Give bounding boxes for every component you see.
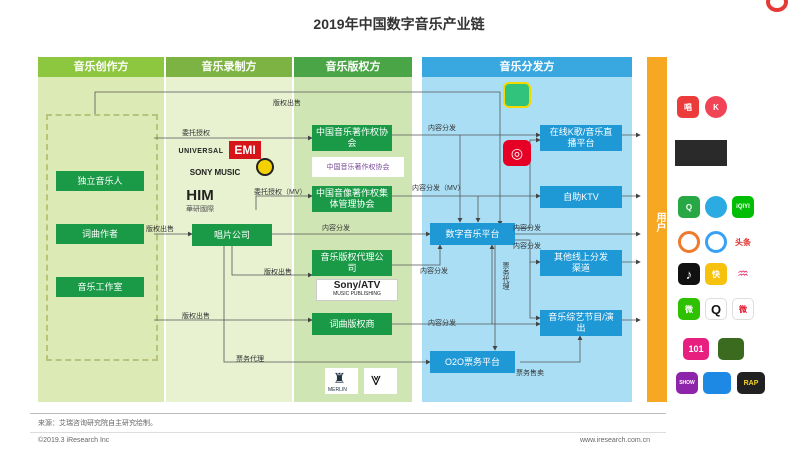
box-other-online: 其他线上分发渠道 — [540, 250, 622, 276]
box-o2o-ticket: O2O票务平台 — [430, 351, 515, 373]
footer-divider — [30, 413, 666, 414]
record-label-icon — [256, 158, 274, 176]
v-logo-box — [364, 368, 397, 394]
edge-label: 内容分发 — [428, 125, 456, 132]
sony-atv-logo: Sony/ATV MUSIC PUBLISHING — [316, 279, 398, 301]
box-self-ktv: 自助KTV — [540, 186, 622, 208]
sony-atv-title: Sony/ATV — [333, 280, 381, 291]
edge-label: 版权出售 — [264, 269, 292, 276]
him-subtitle: 華研國際 — [186, 206, 214, 213]
box-mcsc: 中国音乐著作权协会 — [312, 125, 392, 151]
edge-label-vertical: 票务代理 — [502, 262, 509, 290]
qq-music-icon — [503, 82, 531, 108]
edge-label: 版权出售 — [273, 100, 301, 107]
universal-logo: UNIVERSAL — [178, 147, 224, 155]
qq-chat-icon: Q — [705, 298, 727, 320]
edge-label: 内容分发（MV） — [412, 185, 465, 192]
momo-icon — [705, 231, 727, 253]
website-link[interactable]: www.iresearch.com.cn — [580, 437, 651, 444]
users-label: 用户 — [654, 212, 665, 232]
footer-divider-2 — [30, 432, 666, 433]
edge-label: 内容分发 — [513, 225, 541, 232]
sony-atv-subtitle: MUSIC PUBLISHING — [333, 291, 381, 297]
copyright-text: ©2019.3 iResearch Inc — [38, 437, 110, 444]
column-create-header: 音乐创作方 — [38, 57, 164, 77]
youku-icon — [705, 196, 727, 218]
edge-label: 委托授权（MV） — [254, 189, 307, 196]
variety-show-icon — [718, 338, 744, 360]
tencent-video-icon: Q — [678, 196, 700, 218]
merlin-label: MERLIN — [328, 387, 347, 393]
page-title: 2019年中国数字音乐产业链 — [313, 16, 485, 32]
rap-icon: RAP — [737, 372, 765, 394]
edge-label: 票务售卖 — [516, 370, 544, 377]
merlin-icon: ♜ — [333, 370, 346, 386]
box-publisher: 词曲版权商 — [312, 313, 392, 335]
produce-101-icon: 101 — [683, 338, 709, 360]
edge-label: 版权出售 — [146, 226, 174, 233]
mcsc-logo: 中国音乐著作权协会 — [312, 157, 404, 177]
box-copyright-agent: 音乐版权代理公司 — [312, 250, 392, 276]
box-cavca: 中国音像著作权集体管理协会 — [312, 186, 392, 212]
kg-icon: K — [705, 96, 727, 118]
qipa-icon — [703, 372, 731, 394]
live-app-screenshot — [675, 140, 727, 166]
column-copyright — [294, 57, 412, 402]
column-record-header: 音乐录制方 — [166, 57, 292, 77]
edge-label: 内容分发 — [428, 320, 456, 327]
music-wave-icon: ♒ — [732, 263, 754, 285]
users-bar — [647, 57, 667, 402]
box-music-studio: 音乐工作室 — [56, 277, 144, 297]
tiktok-icon: ♪ — [678, 263, 700, 285]
edge-label: 版权出售 — [182, 313, 210, 320]
edge-label: 内容分发 — [322, 225, 350, 232]
wechat-icon: 微 — [678, 298, 700, 320]
box-record-label: 唱片公司 — [192, 224, 272, 246]
box-songwriter: 词曲作者 — [56, 224, 144, 244]
him-logo: HIM — [186, 186, 214, 204]
edge-label: 委托授权 — [182, 130, 210, 137]
toutiao-icon: 头条 — [732, 231, 754, 253]
changba-icon: 唱 — [677, 96, 699, 118]
source-note: 来源：艾瑞咨询研究院自主研究绘制。 — [38, 420, 157, 427]
merlin-logo-box — [325, 368, 358, 394]
edge-label: 内容分发 — [420, 268, 448, 275]
hotsoon-icon — [678, 231, 700, 253]
emi-logo: EMI — [229, 141, 261, 159]
iresearch-corner-logo — [762, 0, 798, 16]
box-indie-musician: 独立音乐人 — [56, 171, 144, 191]
edge-label: 内容分发 — [513, 243, 541, 250]
show-icon: SHOW — [676, 372, 698, 394]
edge-label: 票务代理 — [236, 356, 264, 363]
creator-group-dashed — [46, 114, 158, 361]
column-copyright-header: 音乐版权方 — [294, 57, 412, 77]
v-shape-icon: ⩔ — [371, 369, 382, 389]
weibo-icon: 微 — [732, 298, 754, 320]
box-digital-platform: 数字音乐平台 — [430, 223, 515, 245]
iqiyi-icon: iQIYI — [732, 196, 754, 218]
box-variety-show: 音乐综艺节目/演出 — [540, 310, 622, 336]
sony-music-logo: SONY MUSIC — [189, 167, 241, 177]
column-distribute-header: 音乐分发方 — [422, 57, 632, 77]
netease-music-icon: ◎ — [503, 140, 531, 166]
box-ktv-live: 在线K歌/音乐直播平台 — [540, 125, 622, 151]
kuaishou-icon: 快 — [705, 263, 727, 285]
